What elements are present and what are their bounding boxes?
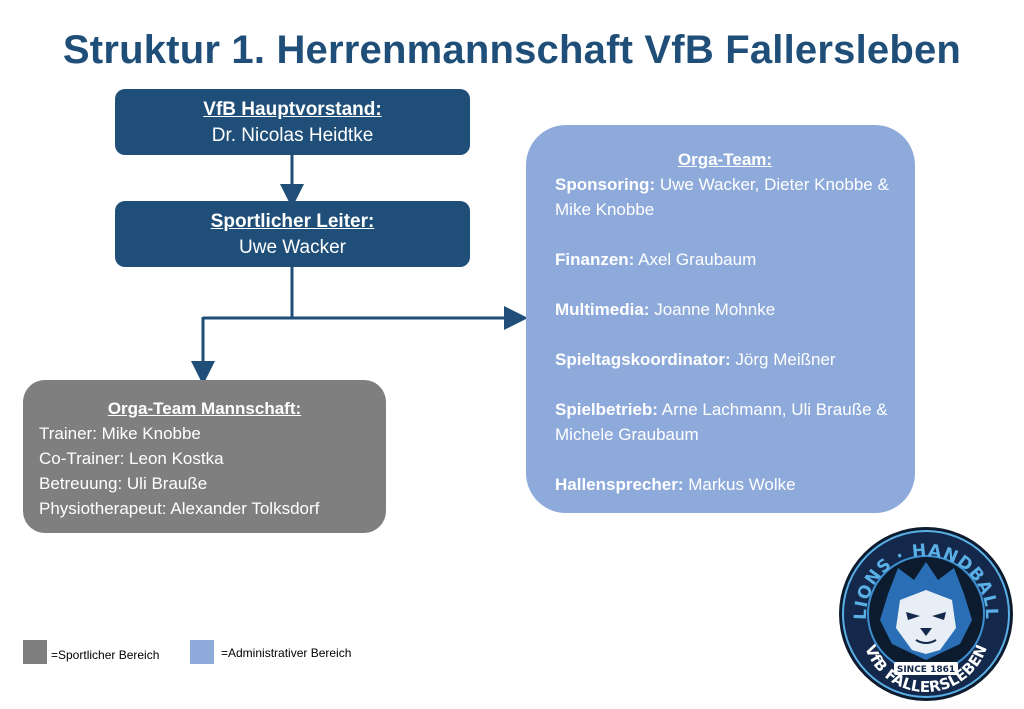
entry-role: Multimedia: (555, 300, 650, 319)
entry-names: Uwe Wacker, Dieter Knobbe & Mike Knobbe (555, 175, 889, 219)
orga-team-mannschaft-heading: Orga-Team Mannschaft: (107, 399, 302, 418)
orga-entry-sponsoring: Sponsoring: Uwe Wacker, Dieter Knobbe & … (555, 172, 895, 222)
orga-entry-spielbetrieb: Spielbetrieb: Arne Lachmann, Uli Braußе … (555, 397, 895, 447)
orga-entry-spieltagskoordinator: Spieltagskoordinator: Jörg Meißner (555, 347, 895, 372)
entry-names: Arne Lachmann, Uli Braußе & Michele Grau… (555, 400, 888, 444)
entry-role: Hallensprecher: (555, 475, 684, 494)
orga-entry-hallensprecher: Hallensprecher: Markus Wolke (555, 472, 895, 497)
legend-label-sport: =Sportlicher Bereich (51, 648, 160, 662)
orga-team-heading: Orga-Team: (677, 150, 773, 169)
entry-role: Sponsoring: (555, 175, 656, 194)
sportlicher-leiter-box: Sportlicher Leiter: Uwe Wacker (115, 201, 470, 267)
svg-text:SINCE 1861: SINCE 1861 (897, 665, 955, 675)
entry-names: Jörg Meißner (735, 350, 836, 369)
entry-names: Markus Wolke (688, 475, 796, 494)
legend-swatch-admin (190, 640, 214, 664)
entry-role: Spielbetrieb: (555, 400, 658, 419)
sportlicher-leiter-heading: Sportlicher Leiter: (210, 211, 375, 232)
legend-swatch-sport (23, 640, 47, 664)
mannschaft-line: Co-Trainer: Leon Kostka (39, 449, 224, 468)
sportlicher-leiter-name: Uwe Wacker (239, 237, 346, 258)
hauptvorstand-heading: VfB Hauptvorstand: (203, 99, 382, 120)
orga-team-mannschaft-box: Orga-Team Mannschaft: Trainer: Mike Knob… (23, 380, 386, 533)
mannschaft-line: Physiotherapeut: Alexander Tolksdorf (39, 499, 320, 518)
entry-names: Axel Graubaum (638, 250, 757, 269)
mannschaft-line: Trainer: Mike Knobbe (39, 424, 201, 443)
lions-handball-logo-icon: LIONS · HANDBALL SINCE 1861 VfB FALLERSL… (839, 527, 1013, 701)
orga-team-box: Orga-Team: Sponsoring: Uwe Wacker, Diete… (526, 125, 915, 513)
entry-role: Finanzen: (555, 250, 635, 269)
hauptvorstand-box: VfB Hauptvorstand: Dr. Nicolas Heidtke (115, 89, 470, 155)
orga-entry-finanzen: Finanzen: Axel Graubaum (555, 247, 895, 272)
page-title: Struktur 1. Herrenmannschaft VfB Fallers… (62, 28, 962, 72)
mannschaft-line: Betreuung: Uli Braußе (39, 474, 208, 493)
orga-entry-multimedia: Multimedia: Joanne Mohnke (555, 297, 895, 322)
entry-names: Joanne Mohnke (654, 300, 776, 319)
entry-role: Spieltagskoordinator: (555, 350, 731, 369)
legend-label-admin: =Administrativer Bereich (221, 646, 352, 660)
hauptvorstand-name: Dr. Nicolas Heidtke (211, 125, 374, 146)
